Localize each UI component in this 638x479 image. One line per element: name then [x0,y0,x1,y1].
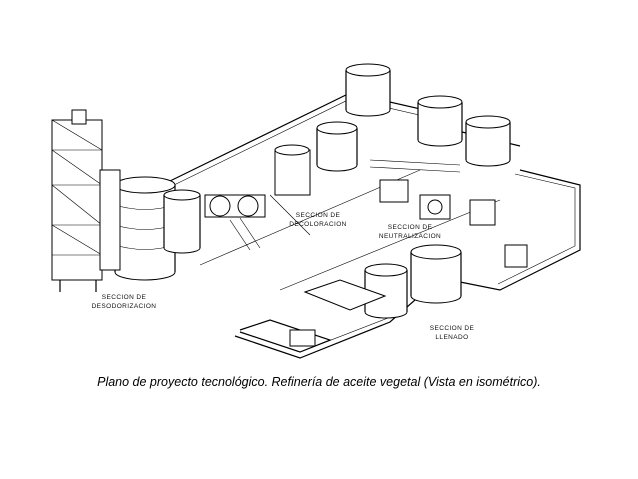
label-neutralization-line2: NEUTRALIZACION [379,233,441,240]
figure-caption: Plano de proyecto tecnológico. Refinería… [97,375,541,389]
decoloration-equipment [204,144,311,251]
isometric-plant-drawing: SECCION DE DESODORIZACION SECCION DE DEC… [51,63,581,359]
label-decoloration-line2: DECOLORACION [289,221,347,228]
label-filling-line2: LLENADO [435,334,468,341]
side-tank [163,189,201,254]
label-neutralization: SECCION DE NEUTRALIZACION [379,224,441,240]
filling-tanks [364,244,462,319]
label-filling: SECCION DE LLENADO [430,325,475,341]
front-room [239,279,387,353]
decoloration-tank [316,121,358,172]
label-deodorization: SECCION DE DESODORIZACION [92,294,157,310]
building-walls [159,92,581,359]
label-deodorization-line1: SECCION DE [102,294,147,301]
neutralization-equipment [369,159,528,268]
label-deodorization-line2: DESODORIZACION [92,303,157,310]
label-filling-line1: SECCION DE [430,325,475,332]
label-decoloration-line1: SECCION DE [296,212,341,219]
label-neutralization-line1: SECCION DE [388,224,433,231]
storage-tanks-back [345,63,511,167]
deodorization-tower [51,109,103,292]
label-decoloration: SECCION DE DECOLORACION [289,212,347,228]
